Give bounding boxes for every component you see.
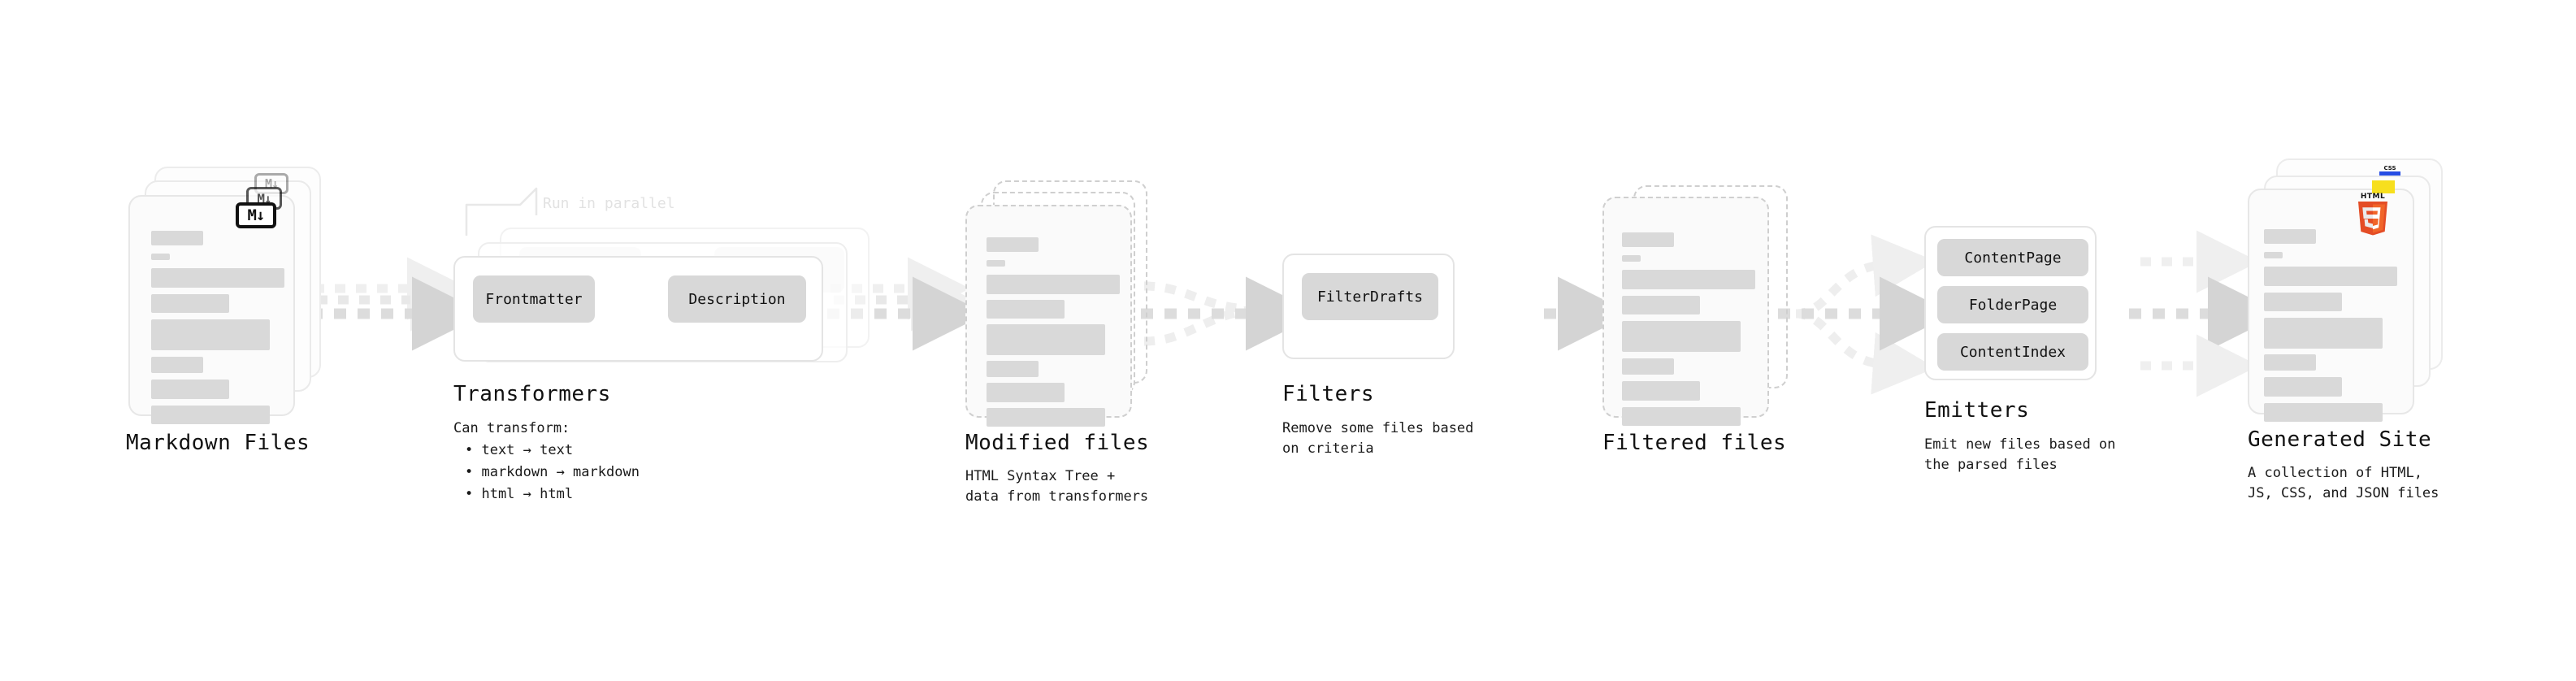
emitter-node-contentpage[interactable]: ContentPage [1937, 239, 2088, 276]
transformer-card-front[interactable]: Frontmatter Description [453, 256, 823, 362]
filter-node-label: FilterDrafts [1316, 288, 1424, 306]
parallel-annotation: Run in parallel [543, 195, 675, 212]
filter-card[interactable]: FilterDrafts [1282, 254, 1455, 359]
doc-bar-line [2264, 403, 2383, 422]
doc-bar-line [987, 361, 1039, 377]
transformer-node-description[interactable]: Description [668, 275, 806, 323]
stage-title: Transformers [453, 382, 611, 406]
stage-title: Filters [1282, 382, 1375, 406]
doc-bar-line [987, 275, 1120, 294]
doc-bar-line [987, 324, 1105, 355]
doc-bar-title [151, 231, 203, 245]
doc-bar-line [1622, 358, 1674, 375]
doc-front [2248, 189, 2414, 422]
doc-bar-sub [2264, 252, 2283, 258]
doc-bar-line [1622, 407, 1741, 426]
doc-front [1602, 197, 1769, 426]
doc-bar-line [2264, 354, 2316, 371]
transform-bullet-2: • markdown → markdown [465, 464, 640, 480]
css3-icon-label: CSS [2383, 165, 2396, 171]
doc-bar-title [1622, 232, 1674, 247]
doc-front [965, 205, 1132, 427]
arrow-modified-to-filters [1141, 276, 1320, 351]
emitter-node-label: ContentPage [1964, 249, 2062, 267]
doc-bar-sub [1622, 255, 1641, 262]
stage-description: Can transform: [453, 420, 570, 436]
doc-bar-line [151, 380, 229, 399]
doc-bar-line [151, 406, 270, 424]
doc-bar-title [2264, 229, 2316, 244]
stage-description: Emit new files based on the parsed files [1924, 436, 2116, 473]
stage-title: Filtered files [1602, 431, 1787, 455]
doc-bar-line [2264, 267, 2397, 286]
doc-bar-line [987, 408, 1105, 427]
doc-bar-line [1622, 321, 1741, 352]
html5-icon-label: HTML [2360, 193, 2386, 201]
doc-bar-line [151, 268, 284, 288]
emitter-node-label: ContentIndex [1959, 343, 2066, 361]
markdown-icon: M↓ [236, 202, 276, 228]
stage-description: A collection of HTML, JS, CSS, and JSON … [2248, 465, 2439, 501]
stage-title: Emitters [1924, 398, 2030, 423]
html5-icon: HTML [2356, 193, 2390, 236]
doc-bar-sub [987, 260, 1005, 267]
stage-title: Generated Site [2248, 427, 2432, 452]
stage-description: Remove some files based on criteria [1282, 420, 1474, 457]
doc-bar-line [2264, 318, 2383, 349]
transformer-node-frontmatter[interactable]: Frontmatter [473, 275, 595, 323]
arrow-markdown-to-transformers [310, 257, 486, 351]
transformer-node-label: Frontmatter [485, 290, 583, 308]
transformer-node-label: Description [688, 290, 786, 308]
doc-bar-line [987, 300, 1065, 319]
emitter-node-label: FolderPage [1968, 296, 2058, 314]
doc-bar-line [1622, 270, 1755, 289]
stage-title: Markdown Files [126, 431, 310, 455]
javascript-icon [2372, 180, 2395, 193]
doc-bar-line [1622, 296, 1700, 314]
transform-bullet-3: • html → html [465, 486, 574, 502]
doc-bar-title [987, 237, 1039, 252]
filter-node-filterdrafts[interactable]: FilterDrafts [1302, 273, 1438, 320]
doc-bar-line [2264, 377, 2342, 397]
arrow-filtered-to-emitters [1778, 234, 1954, 395]
stage-description: HTML Syntax Tree + data from transformer… [965, 468, 1149, 505]
doc-bar-sub [151, 254, 170, 260]
emitter-card[interactable]: ContentPage FolderPage ContentIndex [1924, 226, 2097, 380]
transform-bullet-1: • text → text [465, 442, 574, 458]
css3-icon [2379, 171, 2400, 176]
emitter-node-contentindex[interactable]: ContentIndex [1937, 333, 2088, 371]
doc-bar-line [151, 294, 229, 313]
stage-title: Modified files [965, 431, 1150, 455]
doc-bar-line [1622, 381, 1700, 401]
doc-bar-line [151, 357, 203, 373]
arrow-emitters-to-site [2129, 230, 2282, 397]
doc-front [128, 195, 295, 424]
doc-bar-line [151, 319, 270, 350]
emitter-node-folderpage[interactable]: FolderPage [1937, 286, 2088, 323]
doc-bar-line [987, 383, 1065, 402]
doc-bar-line [2264, 293, 2342, 311]
